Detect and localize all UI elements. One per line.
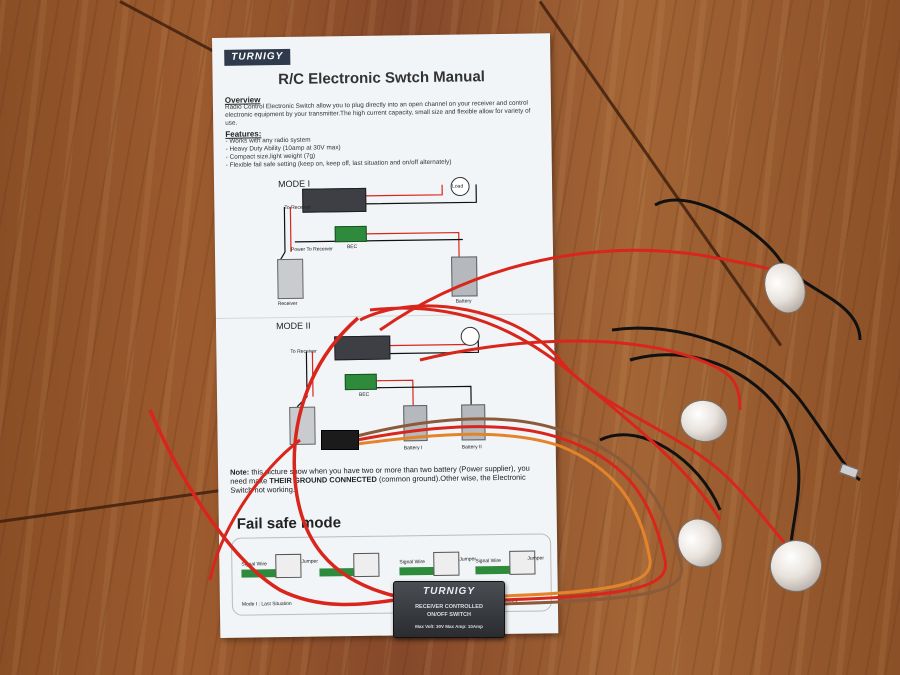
red-wire xyxy=(369,306,722,521)
black-wire xyxy=(611,326,861,482)
switch-label-line: RECEIVER CONTROLLED xyxy=(415,604,483,610)
servo-connector xyxy=(321,430,359,450)
mode1-wiring xyxy=(278,177,480,408)
switch-label-line: ON/OFF SWITCH xyxy=(427,612,471,618)
manual-sheet: TURNIGY R/C Electronic Swtch Manual Over… xyxy=(212,33,559,638)
servo-wire-orange xyxy=(356,432,652,598)
red-wire xyxy=(379,248,791,332)
red-wire xyxy=(208,438,301,581)
switch-brand: TURNIGY xyxy=(423,586,475,597)
servo-wire-red xyxy=(356,425,668,602)
switch-rating: Max Volt: 30V Max Amp: 10Amp xyxy=(415,624,483,629)
black-wire xyxy=(599,433,722,511)
red-wire xyxy=(359,304,802,562)
red-wire xyxy=(292,316,396,598)
rc-switch-module: TURNIGY RECEIVER CONTROLLED ON/OFF SWITC… xyxy=(393,581,505,638)
red-wire xyxy=(148,409,396,607)
servo-wire-brown xyxy=(356,417,684,606)
red-wire xyxy=(419,339,742,411)
black-wire xyxy=(654,198,862,341)
